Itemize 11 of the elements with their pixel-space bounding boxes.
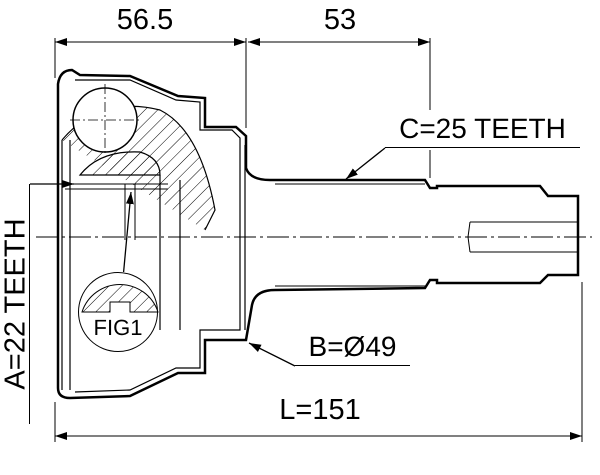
leader-line [30,180,74,188]
detail-label: FIG1 [94,317,142,339]
dimension-value: 53 [322,6,358,35]
callout-text: A=22 TEETH [2,218,30,390]
callout-text: B=Ø49 [308,333,396,364]
leader-line [346,148,386,180]
callout-text: C=25 TEETH [399,115,566,146]
leader-line [248,342,296,367]
leader-line [122,192,134,272]
dimension-value: 56.5 [116,6,174,35]
dimension-value: L=151 [278,396,362,425]
